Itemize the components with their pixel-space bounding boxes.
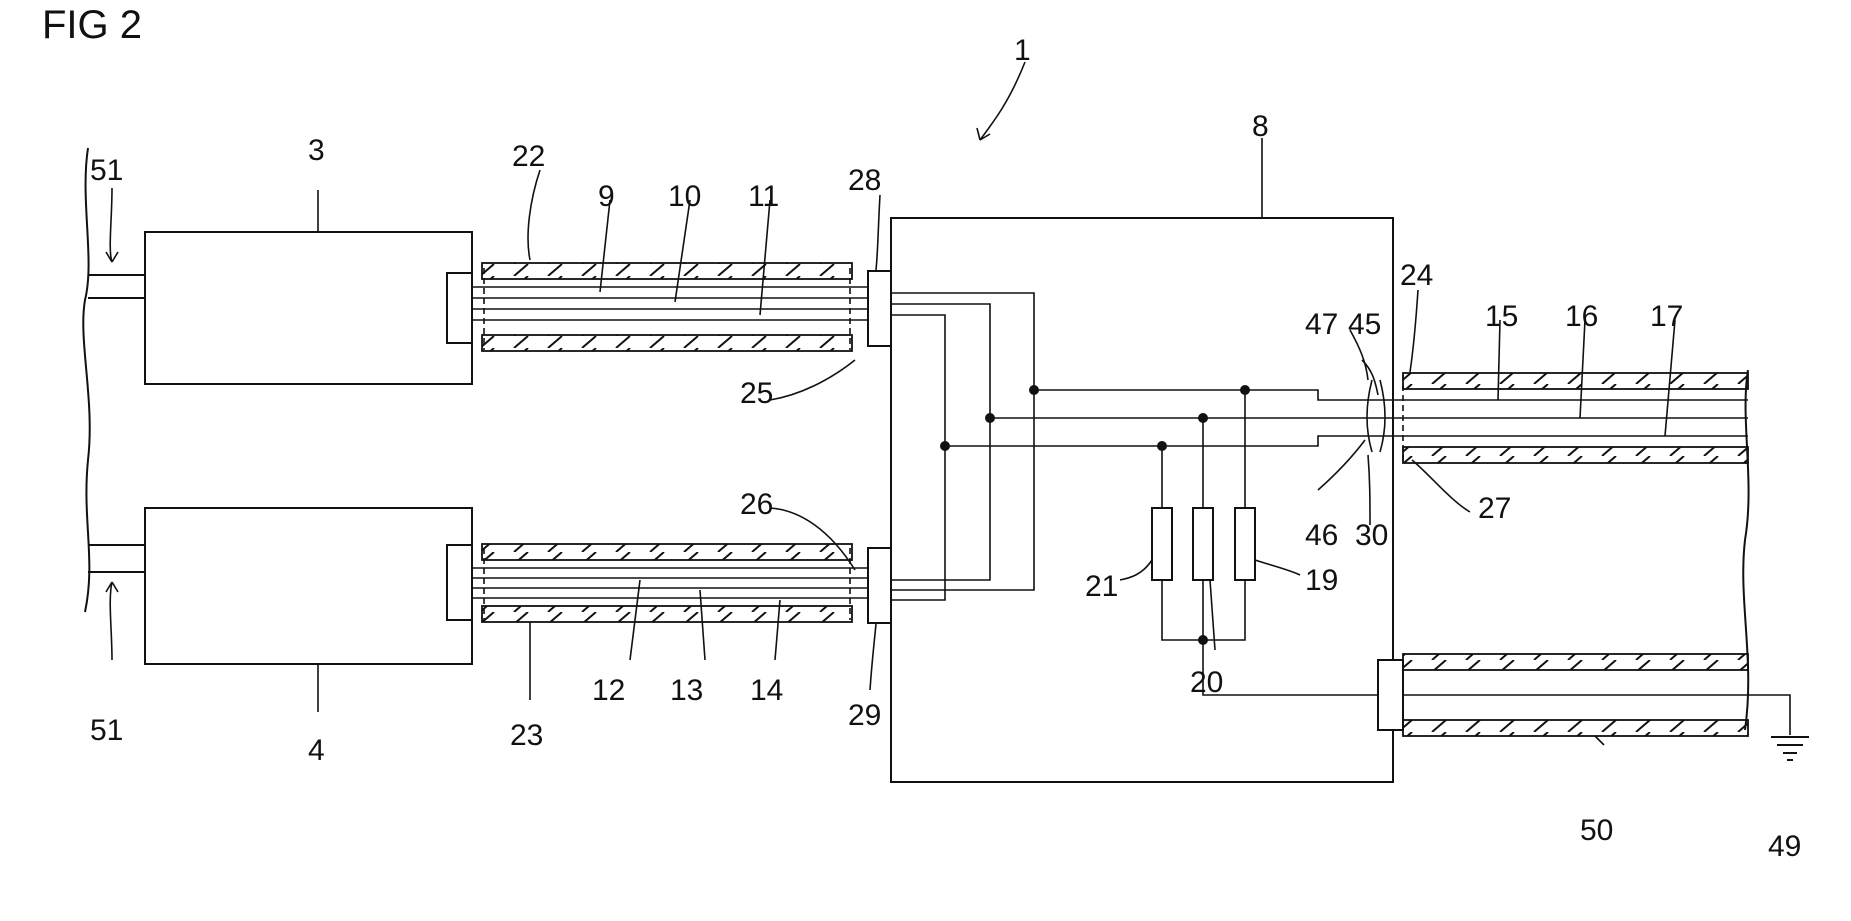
label-22: 22 [512, 140, 545, 173]
label-26: 26 [740, 488, 773, 521]
label-4: 4 [308, 734, 325, 767]
input-cable-51 [83, 148, 145, 612]
unit-3-connector [447, 273, 472, 343]
unit-4-box [145, 508, 472, 664]
ground-connector [1378, 660, 1403, 730]
label-9: 9 [598, 180, 615, 213]
resistor-21 [1152, 508, 1172, 580]
label-45: 45 [1348, 308, 1381, 341]
label-11: 11 [748, 180, 779, 213]
label-28: 28 [848, 164, 881, 197]
unit-3-box [145, 232, 472, 384]
label-30: 30 [1355, 519, 1388, 552]
label-13: 13 [670, 674, 703, 707]
cable-24 [1393, 373, 1748, 463]
unit-4-connector [447, 545, 472, 620]
cable-22 [472, 263, 891, 351]
label-10: 10 [668, 180, 701, 213]
label-21: 21 [1085, 570, 1118, 603]
ground-icon [1771, 737, 1809, 760]
label-16: 16 [1565, 300, 1598, 333]
label-3: 3 [308, 134, 325, 167]
cable-23 [472, 544, 891, 623]
main-unit-8-box [891, 218, 1393, 782]
label-29: 29 [848, 699, 881, 732]
label-50: 50 [1580, 814, 1613, 847]
label-23: 23 [510, 719, 543, 752]
cable-50 [1378, 654, 1790, 736]
cable-break-line [1743, 370, 1748, 730]
label-27: 27 [1478, 492, 1511, 525]
label-1: 1 [1014, 34, 1031, 67]
label-25: 25 [740, 377, 773, 410]
label-51-top: 51 [90, 154, 123, 187]
label-8: 8 [1252, 110, 1269, 143]
label-19: 19 [1305, 564, 1338, 597]
figure-title: FIG 2 [42, 3, 142, 47]
resistor-20 [1193, 508, 1213, 580]
label-49: 49 [1768, 830, 1801, 863]
label-47: 47 [1305, 308, 1338, 341]
connector-29 [868, 548, 891, 623]
label-20: 20 [1190, 666, 1223, 699]
label-15: 15 [1485, 300, 1518, 333]
label-14: 14 [750, 674, 783, 707]
label-46: 46 [1305, 519, 1338, 552]
label-51-bottom: 51 [90, 714, 123, 747]
label-17: 17 [1650, 300, 1683, 333]
label-24: 24 [1400, 259, 1433, 292]
label-12: 12 [592, 674, 625, 707]
connector-28 [868, 271, 891, 346]
resistor-19 [1235, 508, 1255, 580]
